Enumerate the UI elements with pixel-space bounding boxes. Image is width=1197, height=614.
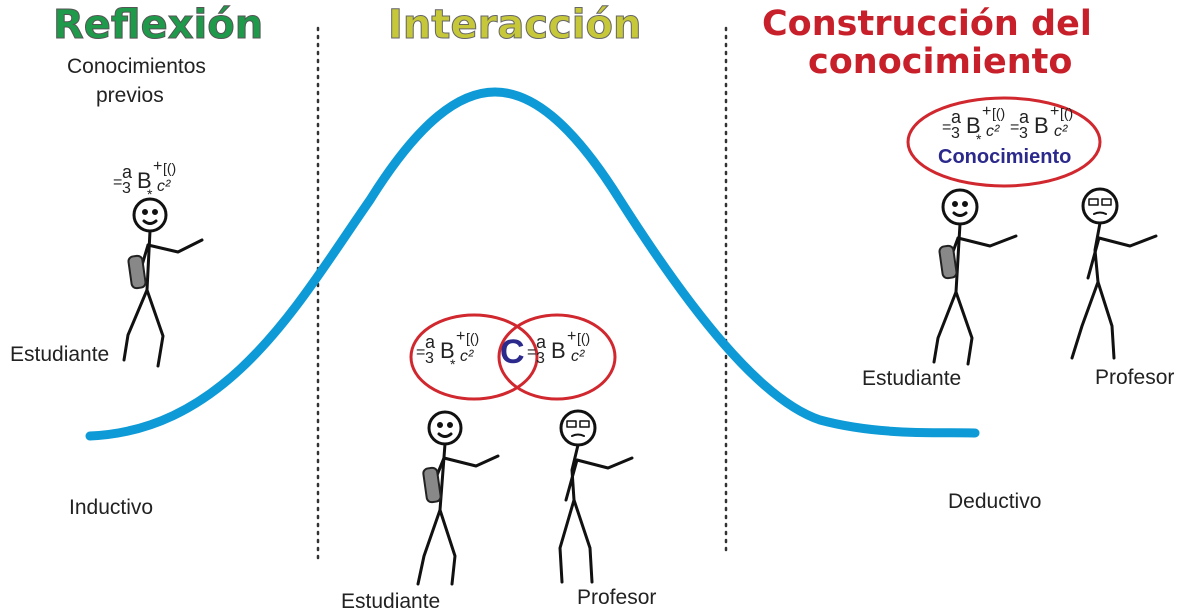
- bell-curve: [85, 87, 980, 441]
- conocimientos-label: Conocimientos: [67, 55, 206, 78]
- conocimiento-label: Conocimiento: [938, 146, 1072, 168]
- inductivo-label: Inductivo: [69, 496, 154, 519]
- estudiante-label-left: Estudiante: [10, 343, 110, 366]
- formula-venn-right: = a 3 B + [() c²: [527, 328, 591, 367]
- center-c-label: C: [500, 333, 525, 371]
- teacher-figure-center: [558, 409, 634, 584]
- formula-venn-left: = a 3 B + [() * c²: [416, 328, 480, 372]
- profesor-label-center: Profesor: [577, 586, 657, 609]
- knowledge-ellipse: [906, 96, 1102, 188]
- estudiante-label-right: Estudiante: [862, 367, 962, 390]
- previos-label: previos: [96, 84, 164, 107]
- student-figure-right: [932, 188, 1018, 366]
- teacher-figure-right: [1070, 187, 1158, 360]
- profesor-label-right: Profesor: [1095, 366, 1175, 389]
- book-icon-center: [422, 466, 442, 504]
- formula-left: = a 3 B + [() * c²: [113, 158, 177, 202]
- venn-circle-left: [409, 313, 539, 401]
- book-icon-left: [127, 254, 147, 290]
- estudiante-label-center: Estudiante: [341, 590, 441, 613]
- formula-knowledge-1: = a 3 B + [() * c²: [942, 103, 1006, 147]
- deductivo-label: Deductivo: [948, 490, 1042, 513]
- title-interaccion: Interacción: [387, 2, 642, 49]
- student-figure-left: [122, 197, 204, 368]
- book-icon-right: [938, 244, 958, 280]
- formula-knowledge-2: = a 3 B + [() c²: [1010, 103, 1074, 142]
- title-construccion-line1: Construcción del: [762, 4, 1092, 44]
- title-construccion-line2: conocimiento: [808, 42, 1073, 82]
- title-reflexion: Reflexión: [52, 2, 264, 49]
- venn-circle-right: [497, 313, 617, 401]
